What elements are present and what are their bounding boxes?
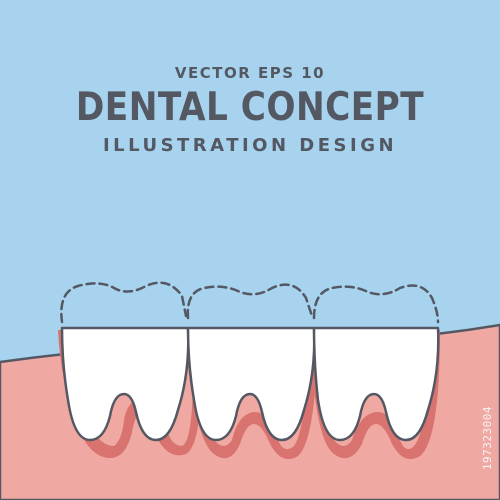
- teeth: [60, 326, 440, 442]
- stock-image-id: 197323004: [481, 405, 494, 470]
- title-block: VECTOR EPS 10 DENTAL CONCEPT ILLUSTRATIO…: [0, 64, 500, 156]
- illustration-design-label: ILLUSTRATION DESIGN: [102, 135, 398, 156]
- vector-eps-label: VECTOR EPS 10: [174, 64, 326, 82]
- tooth-right: [312, 326, 440, 442]
- tooth-left: [60, 326, 190, 442]
- tooth-middle: [186, 326, 316, 442]
- dashed-crown-outline: [60, 281, 440, 324]
- dental-concept-title: DENTAL CONCEPT: [75, 85, 425, 130]
